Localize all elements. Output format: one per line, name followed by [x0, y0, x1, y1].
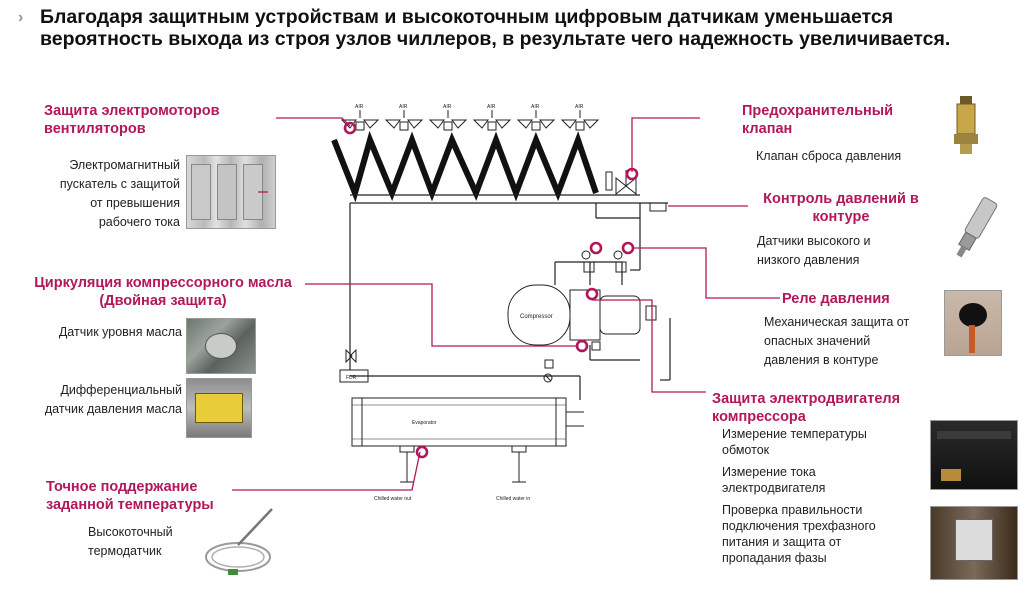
- compressor-label: Compressor: [520, 314, 553, 320]
- motor-sensor-ring: [585, 287, 599, 301]
- piping: [349, 194, 671, 400]
- filter-drier-symbol: FDR: [339, 348, 554, 383]
- safety-valve-title: Предохранительный клапан: [742, 103, 894, 137]
- chilled-water-in-label: Chilled water in: [496, 496, 530, 502]
- thermosensor-photo: [205, 508, 273, 575]
- low-pressure-ring: [621, 241, 635, 255]
- safety-valve-symbol: [605, 170, 637, 196]
- pressure-relay-title: Реле давления: [782, 291, 890, 307]
- temperature-text: Высокоточный термодатчик: [88, 525, 173, 558]
- oil-level-sensor-photo: [186, 318, 256, 374]
- motor-protection-module-photo: [930, 420, 1018, 490]
- compressor-symbol: Compressor: [507, 284, 657, 351]
- condenser-fan: AIR: [472, 104, 512, 131]
- condenser-fan: AIR: [384, 104, 424, 131]
- highlight-rings: [343, 121, 639, 459]
- temperature-title: Точное поддержание заданной температуры: [46, 479, 214, 513]
- leader-lines: [232, 117, 780, 491]
- fan-air-label: AIR: [399, 104, 408, 110]
- pressure-relay-photo: [944, 290, 1002, 356]
- safety-valve-text: Клапан сброса давления: [756, 149, 902, 163]
- filter-drier-label: FDR: [346, 375, 357, 381]
- safety-valve-ring: [625, 167, 639, 181]
- oil-circulation-title: Циркуляция компрессорного масла (Двойная…: [34, 275, 292, 309]
- safety-valve-photo: [954, 96, 978, 154]
- evaporator-symbol: Evaporator Chilled water out Chilled wat…: [351, 397, 584, 502]
- condenser-fan: AIR: [516, 104, 556, 131]
- fan-motor-ring: [343, 121, 357, 135]
- motor-protection-title: Защита электродвигателя компрессора: [712, 391, 901, 425]
- fan-air-label: AIR: [443, 104, 452, 110]
- fan-air-label: AIR: [575, 104, 584, 110]
- headline: › Благодаря защитным устройствам и высок…: [18, 6, 1000, 50]
- condenser-fan: AIR: [340, 104, 380, 131]
- condenser-fan: AIR: [428, 104, 468, 131]
- motor-current-text: Измерение тока электродвигателя: [722, 465, 826, 495]
- oil-sensor-ring: [575, 339, 589, 353]
- oil-diff-pressure-text: Дифференциальный датчик давления масла: [44, 383, 182, 416]
- condenser-fan: AIR: [560, 104, 600, 131]
- phase-protection-text: Проверка правильности подключения трехфа…: [722, 503, 876, 565]
- temperature-sensor-ring: [415, 445, 429, 459]
- pressure-relay-text: Механическая защита от опасных значений …: [764, 315, 910, 367]
- motor-winding-temp-text: Измерение температуры обмоток: [722, 427, 867, 457]
- phase-relay-photo: [930, 506, 1018, 580]
- fan-protection-title: Защита электромоторов вентиляторов: [44, 103, 220, 137]
- evaporator-label: Evaporator: [412, 420, 437, 426]
- condenser-fans: AIR AIR AIR AIR AIR AIR: [340, 104, 600, 131]
- fan-air-label: AIR: [531, 104, 540, 110]
- pressure-sensor-photo: [956, 197, 998, 258]
- fan-air-label: AIR: [487, 104, 496, 110]
- header-pressure-sensor-symbol: [649, 202, 667, 212]
- pressure-switch-symbols: [581, 250, 627, 273]
- chilled-water-out-label: Chilled water out: [374, 496, 412, 502]
- condenser-coils: [331, 130, 599, 203]
- fan-protection-text: Электромагнитный пускатель с защитой от …: [59, 158, 180, 229]
- pressure-control-title: Контроль давлений в контуре: [763, 191, 919, 225]
- fan-air-label: AIR: [355, 104, 364, 110]
- headline-text: Благодаря защитным устройствам и высокот…: [40, 6, 951, 50]
- oil-level-sensor-text: Датчик уровня масла: [58, 325, 182, 339]
- pressure-control-text: Датчики высокого и низкого давления: [757, 234, 871, 267]
- high-pressure-ring: [589, 241, 603, 255]
- bullet-arrow-icon: ›: [18, 9, 24, 26]
- oil-diff-pressure-photo: [186, 378, 252, 438]
